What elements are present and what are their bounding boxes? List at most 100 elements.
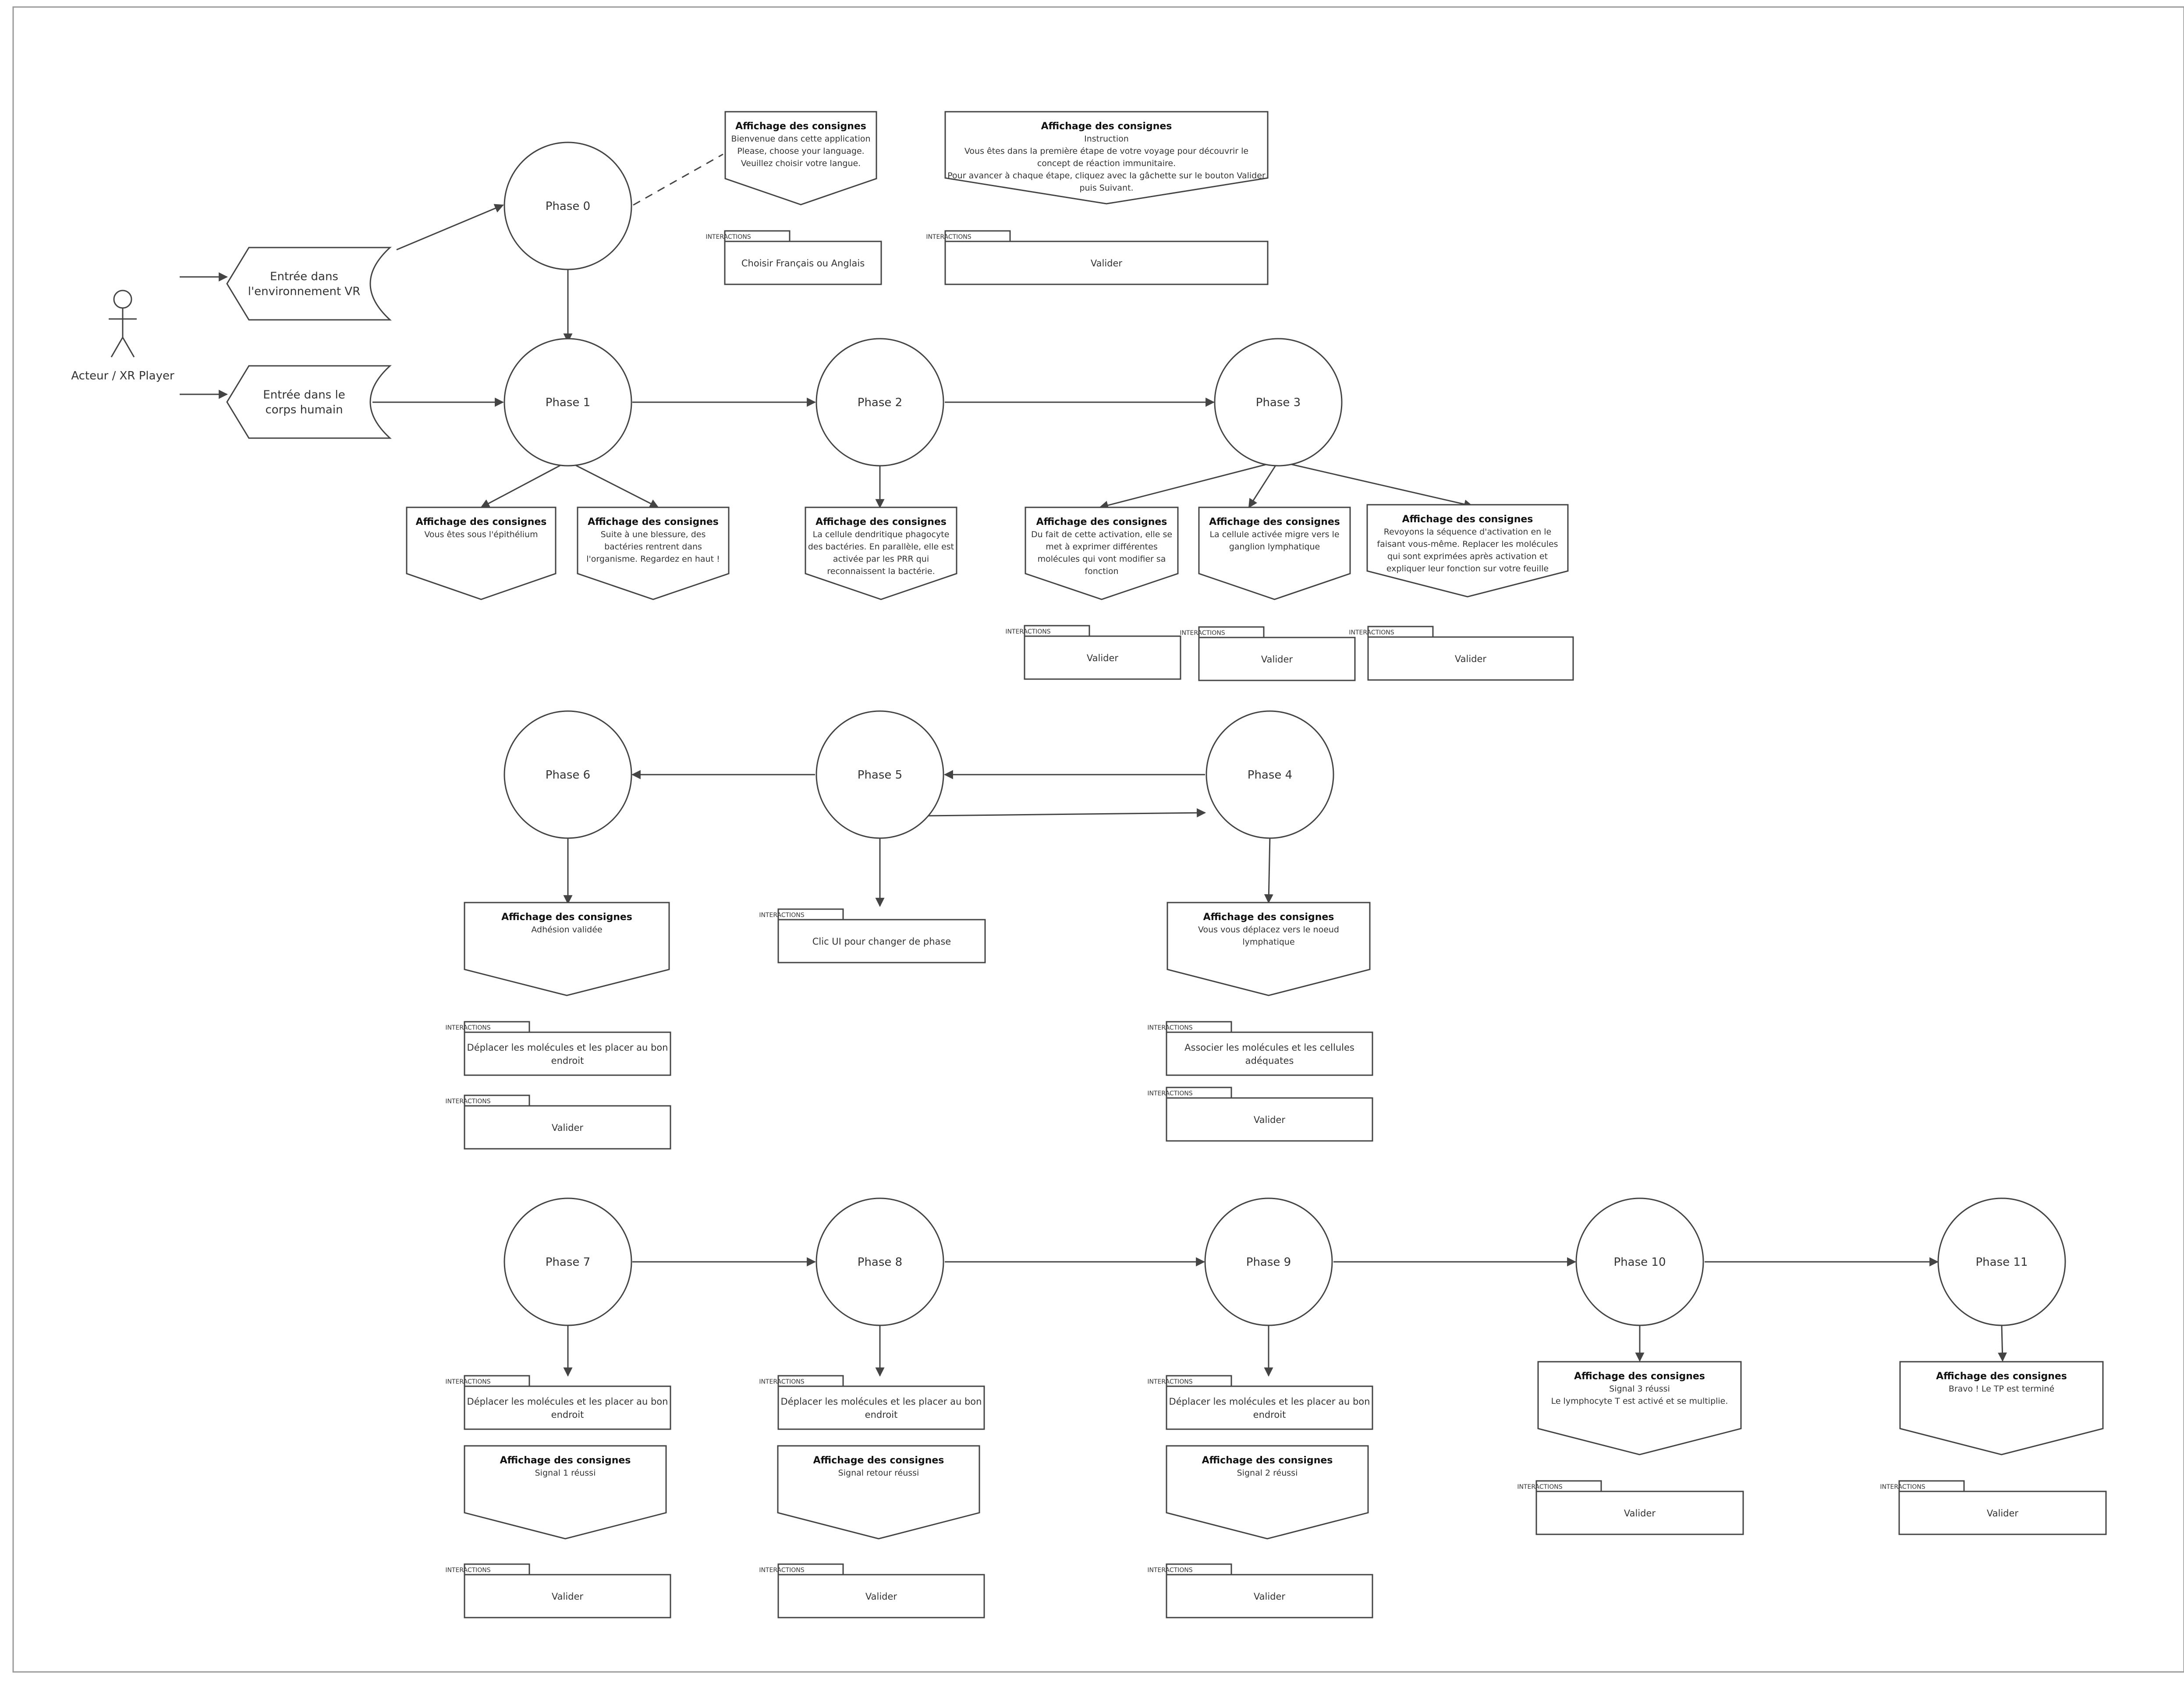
- phase-label: Phase 10: [1614, 1256, 1666, 1269]
- consigne-text: Vous vous déplacez vers le noeud: [1198, 925, 1339, 935]
- actor-head: [113, 290, 132, 309]
- interaction-i8a[interactable]: INTERACTIONS Déplacer les molécules et le…: [759, 1375, 985, 1430]
- interactions-tag: [1024, 625, 1090, 637]
- consigne-text: met à exprimer différentes: [1046, 542, 1157, 552]
- phase-0: Phase 0: [503, 142, 632, 270]
- consigne-text: La cellule dendritique phagocyte: [813, 530, 950, 539]
- consigne-title: Affichage des consignes: [501, 912, 632, 923]
- consigne-text: expliquer leur fonction sur votre feuill…: [1386, 564, 1549, 574]
- interactions-tag: [1166, 1087, 1232, 1099]
- phase-4: Phase 4: [1205, 710, 1334, 839]
- consigne-title: Affichage des consignes: [1209, 517, 1340, 528]
- interactions-tag: [1535, 1480, 1602, 1492]
- interaction-box[interactable]: [1166, 1385, 1373, 1430]
- consigne-text: Bravo ! Le TP est terminé: [1949, 1384, 2054, 1394]
- consigne-shape: [1025, 506, 1179, 600]
- consigne-shape: [805, 506, 957, 600]
- interaction-box[interactable]: [944, 241, 1269, 285]
- interaction-label: Valider: [1091, 258, 1123, 269]
- interaction-i6b[interactable]: INTERACTIONS Valider: [445, 1094, 671, 1150]
- consigne-text: ganglion lymphatique: [1229, 542, 1320, 552]
- interaction-label: Valider: [1254, 1591, 1286, 1602]
- entry-body-shape: [226, 365, 392, 439]
- interactions-tag: [777, 908, 844, 921]
- consigne-text: puis Suivant.: [1079, 183, 1133, 193]
- interaction-box[interactable]: [777, 1574, 985, 1618]
- phase-8: Phase 8: [815, 1197, 944, 1326]
- consigne-title: Affichage des consignes: [588, 517, 719, 528]
- consigne-shape: [464, 902, 670, 996]
- interactions-tag-label: INTERACTIONS: [1147, 1378, 1192, 1385]
- interaction-box[interactable]: [777, 919, 986, 963]
- interactions-tag-label: INTERACTIONS: [445, 1098, 490, 1105]
- interaction-box[interactable]: [464, 1105, 671, 1150]
- interaction-box[interactable]: [1898, 1491, 2107, 1535]
- interaction-box[interactable]: [777, 1385, 985, 1430]
- interaction-box[interactable]: [1198, 637, 1356, 681]
- phase-9: Phase 9: [1204, 1197, 1333, 1326]
- phase3-to-c3b-arrow: [1248, 461, 1279, 508]
- interaction-box[interactable]: [464, 1031, 671, 1076]
- interaction-box[interactable]: [1166, 1031, 1373, 1076]
- entry-body-label: corps humain: [265, 404, 343, 417]
- interaction-label: Valider: [1254, 1115, 1286, 1125]
- interaction-label: Déplacer les molécules et les placer au …: [781, 1396, 982, 1407]
- consigne-title: Affichage des consignes: [1202, 1455, 1333, 1466]
- phase-circle: [503, 1197, 632, 1326]
- interaction-box[interactable]: [464, 1385, 671, 1430]
- phase11-to-c11-arrow: [1998, 1325, 2007, 1362]
- interaction-box[interactable]: [1166, 1574, 1373, 1618]
- interaction-label: Valider: [552, 1591, 584, 1602]
- interactions-tag: [944, 230, 1011, 242]
- entry-vr-label: Entrée dans: [270, 270, 338, 283]
- interaction-box[interactable]: [1024, 635, 1181, 680]
- interactions-tag: [777, 1563, 844, 1576]
- consigne-title: Affichage des consignes: [1402, 514, 1533, 525]
- consigne-text: Le lymphocyte T est activé et se multipl…: [1551, 1396, 1728, 1406]
- phase-label: Phase 5: [858, 768, 902, 782]
- interaction-box[interactable]: [724, 241, 882, 285]
- consigne-title: Affichage des consignes: [1203, 912, 1334, 923]
- consigne-shape: [777, 1445, 980, 1540]
- consigne-shape: [1198, 506, 1351, 600]
- interaction-box[interactable]: [464, 1574, 671, 1618]
- interactions-tag-label: INTERACTIONS: [759, 1378, 804, 1385]
- interaction-label: Valider: [865, 1591, 897, 1602]
- phase-circle: [1204, 1197, 1333, 1326]
- consigne-shape: [944, 111, 1269, 205]
- interaction-label: endroit: [1253, 1409, 1286, 1420]
- interaction-box[interactable]: [1166, 1097, 1373, 1142]
- interaction-label: Valider: [1087, 653, 1119, 663]
- interactions-tag-label: INTERACTIONS: [445, 1024, 490, 1031]
- interactions-tag-label: INTERACTIONS: [1517, 1484, 1562, 1491]
- consigne-shape: [1537, 1361, 1742, 1455]
- phase-circle: [815, 1197, 944, 1326]
- interaction-label: Valider: [1455, 654, 1487, 664]
- consigne-shape: [1899, 1361, 2104, 1455]
- interaction-box[interactable]: [1367, 636, 1574, 681]
- interaction-box[interactable]: [1535, 1491, 1744, 1535]
- interaction-label: Valider: [552, 1123, 584, 1133]
